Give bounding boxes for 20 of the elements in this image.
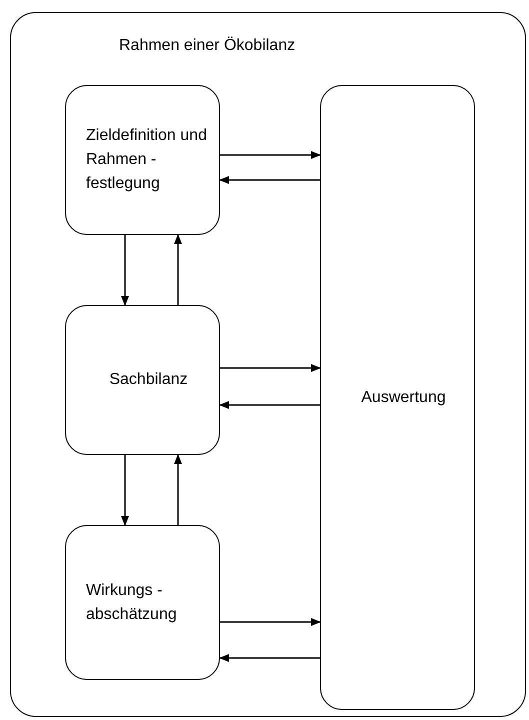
arrow: [219, 176, 320, 184]
frame-title: Rahmen einer Ökobilanz: [119, 37, 296, 55]
arrow: [121, 235, 129, 306]
arrow: [220, 364, 321, 372]
arrow: [220, 618, 321, 626]
arrow: [174, 234, 182, 305]
process-box: [65, 525, 220, 680]
process-box: [65, 85, 220, 235]
box-label: Wirkungs - abschätzung: [86, 580, 178, 624]
process-box: [320, 85, 475, 710]
process-box: [65, 305, 220, 455]
arrow: [219, 401, 320, 409]
arrow: [121, 455, 129, 526]
frame-box: [10, 12, 526, 717]
box-label: Auswertung: [361, 388, 446, 408]
arrow: [174, 454, 182, 525]
arrow: [220, 151, 321, 159]
arrow: [219, 654, 320, 662]
box-label: Zieldefinition und Rahmen - festlegung: [86, 126, 208, 194]
box-label: Sachbilanz: [109, 370, 188, 390]
